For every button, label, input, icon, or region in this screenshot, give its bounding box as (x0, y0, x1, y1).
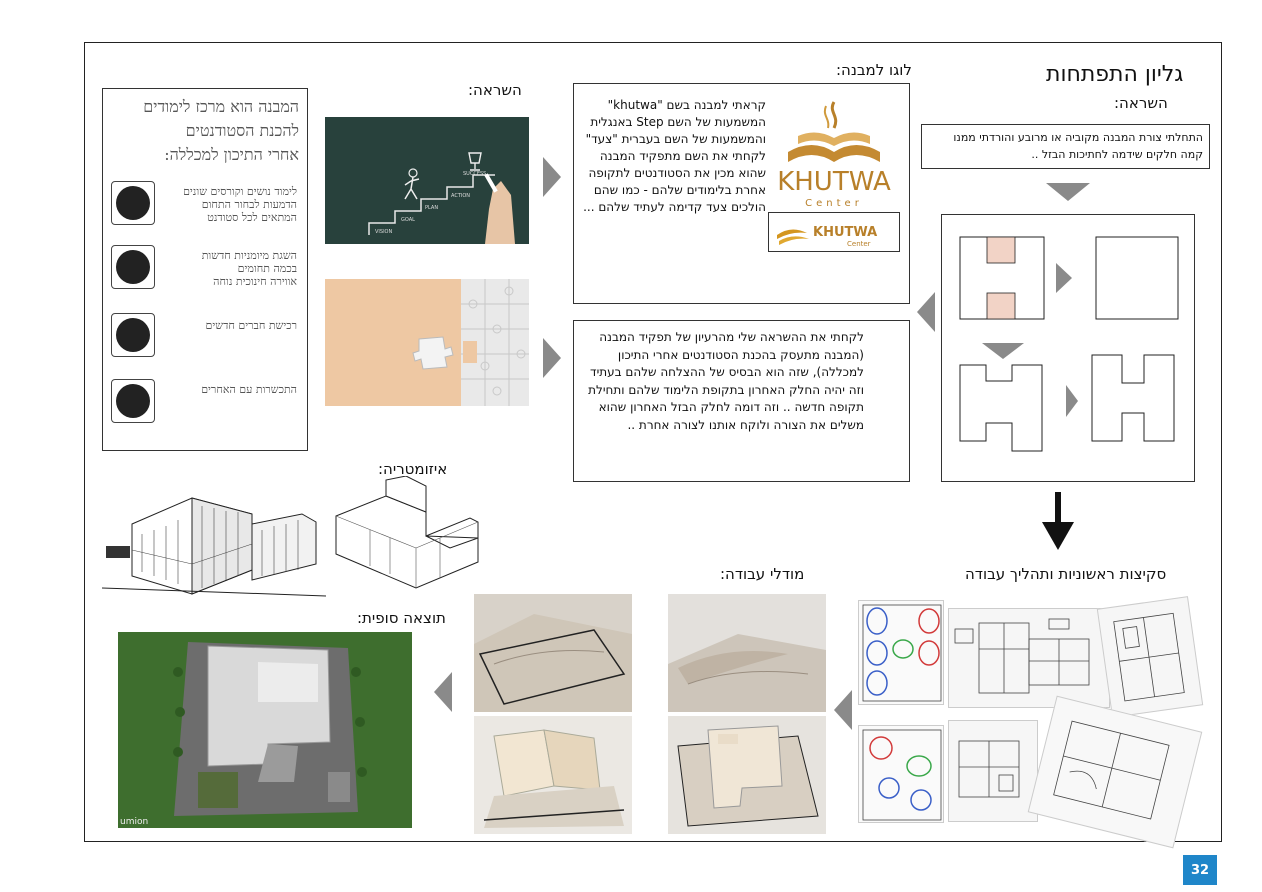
concept-item-2-line-2: בכמה תחומים (237, 262, 297, 275)
sketch-plan-5 (948, 720, 1038, 822)
logo-text-box: קראתי למבנה בשם "khutwa" המשמעות של השם … (573, 83, 910, 304)
khutwa-banner: KHUTWA Center (768, 212, 900, 252)
concept-box: המבנה הוא מרכז לימודים להכנת הסטודנטים א… (102, 88, 308, 451)
concept-item-1: לימוד נושים וקורסים שונים הדמעות לבחור ה… (157, 185, 297, 224)
sketch-plan-1 (858, 600, 944, 705)
step-action: ACTION (451, 193, 470, 199)
step-vision: VISION (375, 229, 392, 235)
page-frame (84, 42, 1222, 842)
page-number: 32 (1183, 855, 1217, 885)
model-photo-4 (474, 716, 632, 834)
gallery-title: גליון התפתחות (1046, 62, 1184, 87)
concept-item-3: רכישת חברים חדשים (157, 319, 297, 332)
concept-item-4-line-1: התכשרות עם האחרים (201, 383, 297, 396)
final-heading: תוצאה סופית: (357, 609, 446, 627)
sketch-plan-4 (1096, 596, 1204, 718)
banner-sub-text: Center (847, 240, 871, 248)
logo-sub-text: Center (805, 198, 863, 209)
logo-text: קראתי למבנה בשם "khutwa" המשמעות של השם … (583, 98, 766, 214)
concept-item-2: השגת מיומניות חדשות בכמה תחומים אווירה ח… (157, 249, 297, 288)
puzzle-photo (325, 279, 529, 406)
models-heading: מודלי עבודה: (720, 565, 805, 583)
inspiration-heading-mid: השראה: (468, 81, 522, 99)
meeting-icon (111, 379, 155, 423)
cut-top (986, 236, 1016, 264)
arrow-down-1 (1046, 183, 1090, 201)
inspiration-text: התחלתי צורת המבנה מקוביה או מרובע והורדת… (953, 131, 1203, 161)
arrow-down-big (1040, 492, 1076, 556)
concept-item-2-line-3: אווירה חינוכית נוחה (213, 275, 297, 288)
model-photo-1 (668, 594, 826, 712)
arrow-left-shape-2 (1066, 385, 1078, 417)
khutwa-logo: KHUTWA Center (768, 92, 900, 212)
concept-item-1-line-2: הדמעות לבחור התחום (201, 198, 297, 211)
arrow-left-shape (1056, 263, 1072, 293)
person-icon (111, 245, 155, 289)
arrow-left-2 (834, 690, 852, 730)
sketches-heading: סקיצות ראשוניות ותהליך עבודה (965, 565, 1167, 583)
concept-item-3-line-1: רכישת חברים חדשים (205, 319, 297, 332)
concept-item-1-line-3: המתאים לכל סטודנט (207, 211, 297, 224)
h-shape (1091, 354, 1175, 442)
concept-item-2-line-1: השגת מיומניות חדשות (201, 249, 297, 262)
concept-intro-line-2: להכנת הסטודנטים (185, 121, 299, 140)
isometric-heading: איזומטריה: (378, 460, 448, 478)
puzzle-text: לקחתי את ההשראה שלי מהרעיון של תפקיד המב… (588, 330, 864, 432)
building-elevation-drawing (101, 484, 327, 608)
model-photo-3 (474, 594, 632, 712)
graduate-icon (111, 181, 155, 225)
final-render-image: umion (118, 632, 412, 828)
concept-intro: המבנה הוא מרכז לימודים להכנת הסטודנטים א… (143, 95, 299, 167)
concept-intro-line-1: המבנה הוא מרכז לימודים (143, 97, 299, 116)
step-goal: GOAL (401, 217, 415, 223)
model-photo-2 (668, 716, 826, 834)
logo-main-text: KHUTWA (777, 167, 891, 197)
stairs-chalkboard-photo: VISION GOAL PLAN ACTION SUCCESS (325, 117, 529, 244)
arrow-down-shape (982, 343, 1024, 359)
puzzle-text-box: לקחתי את ההשראה שלי מהרעיון של תפקיד המב… (573, 320, 910, 482)
arrow-right-1 (543, 157, 561, 197)
shape-evolution-diagram (959, 236, 1179, 452)
arrow-left-3 (434, 672, 452, 712)
cut-bottom (986, 292, 1016, 320)
step-plan: PLAN (425, 205, 438, 211)
arrow-right-2 (543, 338, 561, 378)
sketch-plan-3 (948, 608, 1110, 708)
square-shape (1095, 236, 1179, 320)
sketch-plan-6 (1027, 695, 1203, 849)
inspiration-text-box: התחלתי צורת המבנה מקוביה או מרובע והורדת… (921, 124, 1210, 169)
group-icon (111, 313, 155, 357)
arrow-left-1 (917, 292, 935, 332)
isometric-drawing (330, 475, 480, 594)
concept-item-1-line-1: לימוד נושים וקורסים שונים (183, 185, 297, 198)
inspiration-heading-right: השראה: (1114, 94, 1168, 112)
concept-intro-line-3: אחרי התיכון למכללה: (164, 145, 299, 164)
banner-text: KHUTWA (813, 225, 877, 240)
logo-heading: לוגו למבנה: (836, 61, 912, 79)
sketch-plan-2 (858, 725, 944, 823)
step-success: SUCCESS (463, 171, 486, 177)
concept-item-4: התכשרות עם האחרים (157, 383, 297, 396)
h-shape-variant (959, 364, 1043, 452)
render-watermark: umion (120, 817, 148, 827)
shape-evolution-box (941, 214, 1195, 482)
